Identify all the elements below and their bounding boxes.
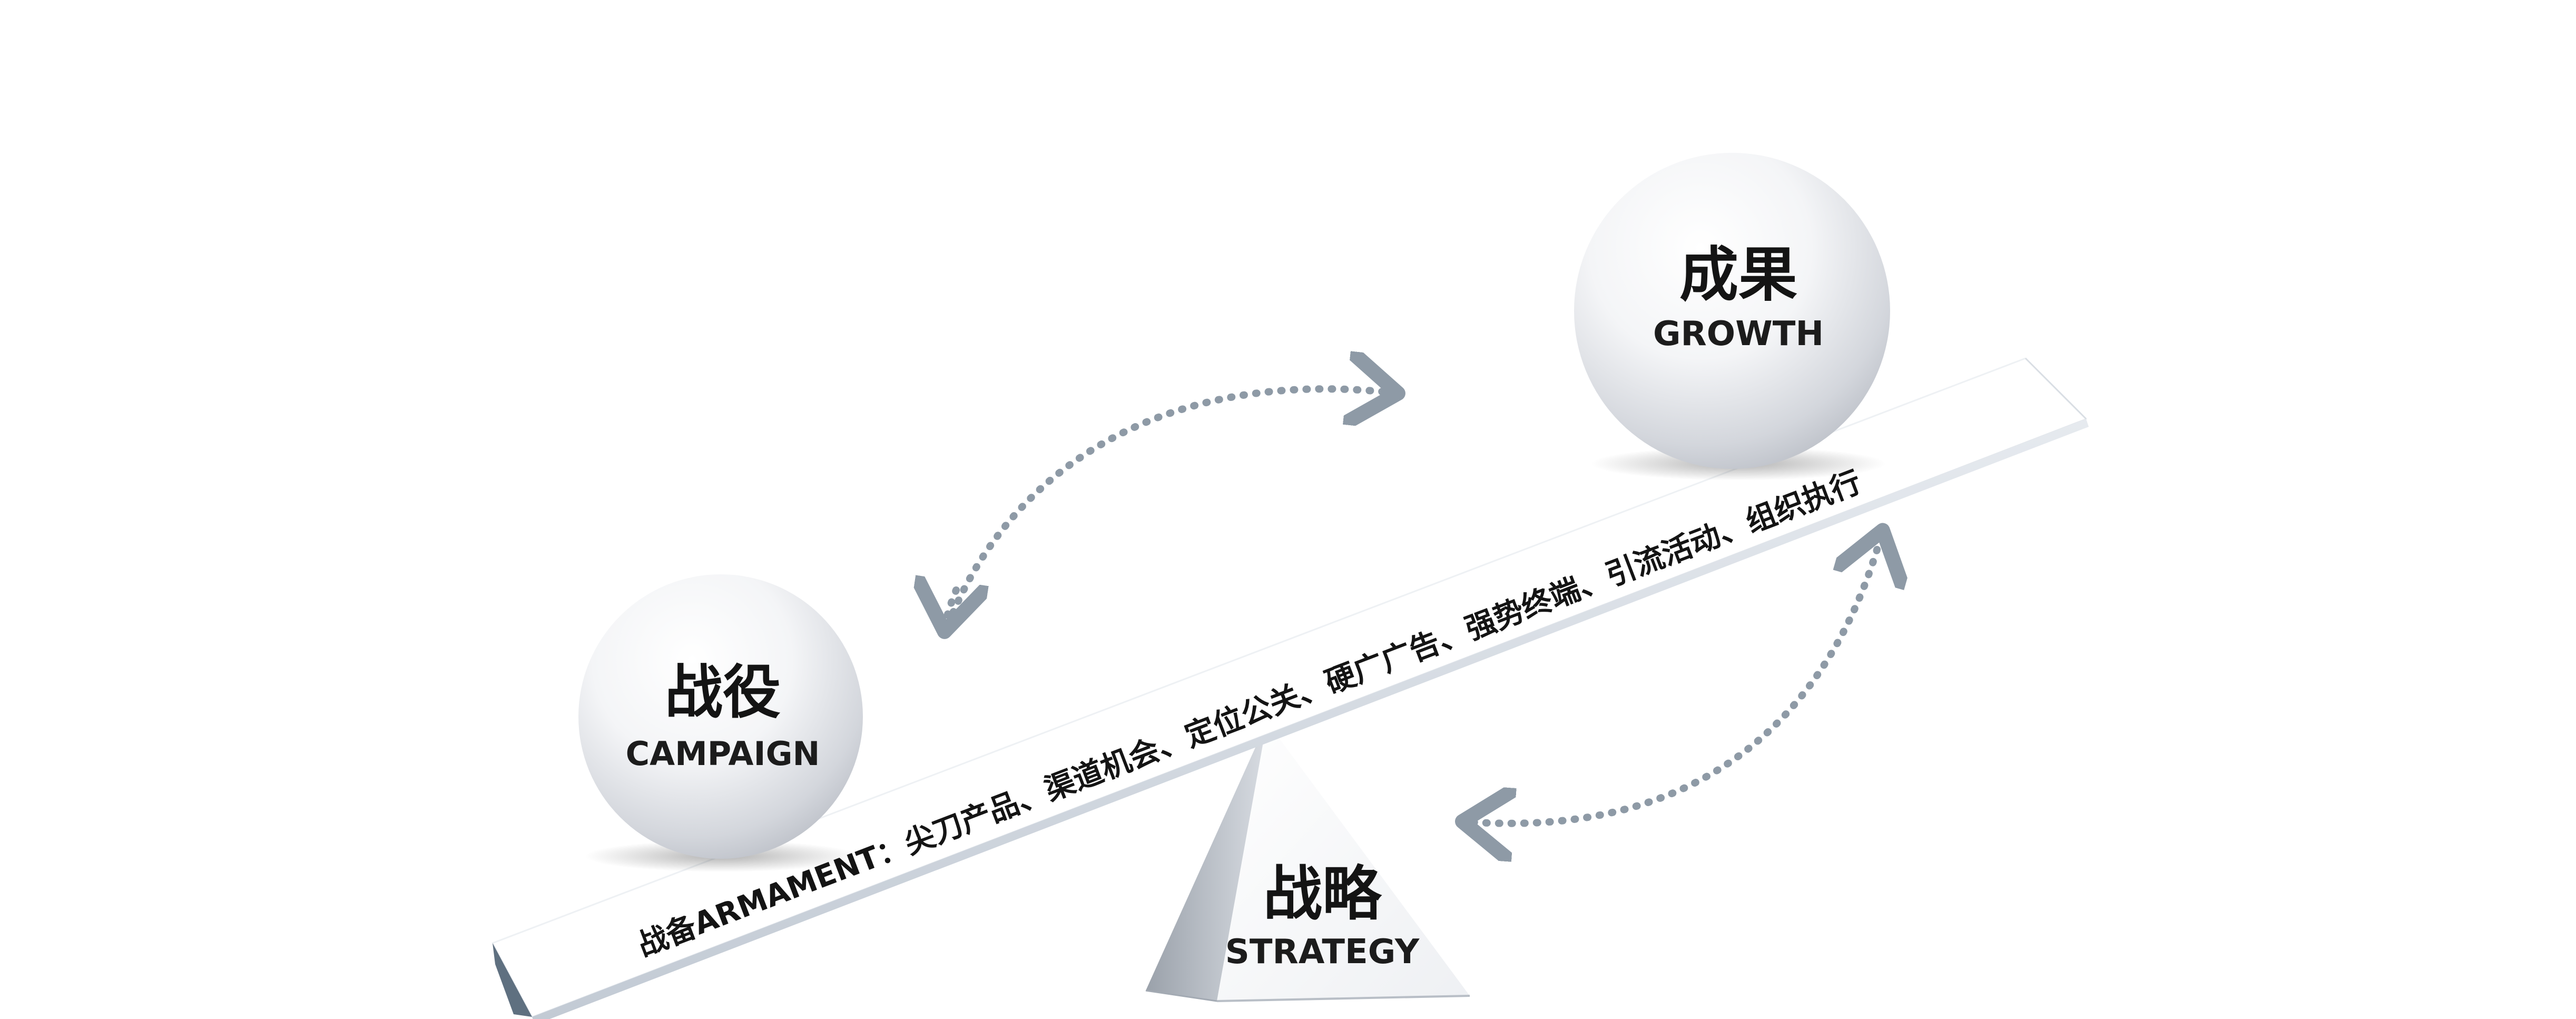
growth-title: 成果 bbox=[1679, 241, 1797, 309]
arrow-campaign-to-growth bbox=[945, 389, 1391, 628]
campaign-subtitle: CAMPAIGN bbox=[626, 734, 820, 773]
growth-subtitle: GROWTH bbox=[1653, 315, 1824, 354]
arrow-growth-to-strategy bbox=[1470, 537, 1881, 824]
campaign-ball: 战役 CAMPAIGN bbox=[578, 574, 863, 859]
fulcrum-pyramid bbox=[1145, 722, 1470, 1002]
growth-ball: 成果 GROWTH bbox=[1574, 153, 1890, 469]
strategy-subtitle: STRATEGY bbox=[1225, 933, 1420, 972]
arrow-left-head-campaign bbox=[946, 590, 956, 624]
strategy-title: 战略 bbox=[1263, 860, 1382, 928]
campaign-title: 战役 bbox=[665, 659, 781, 726]
